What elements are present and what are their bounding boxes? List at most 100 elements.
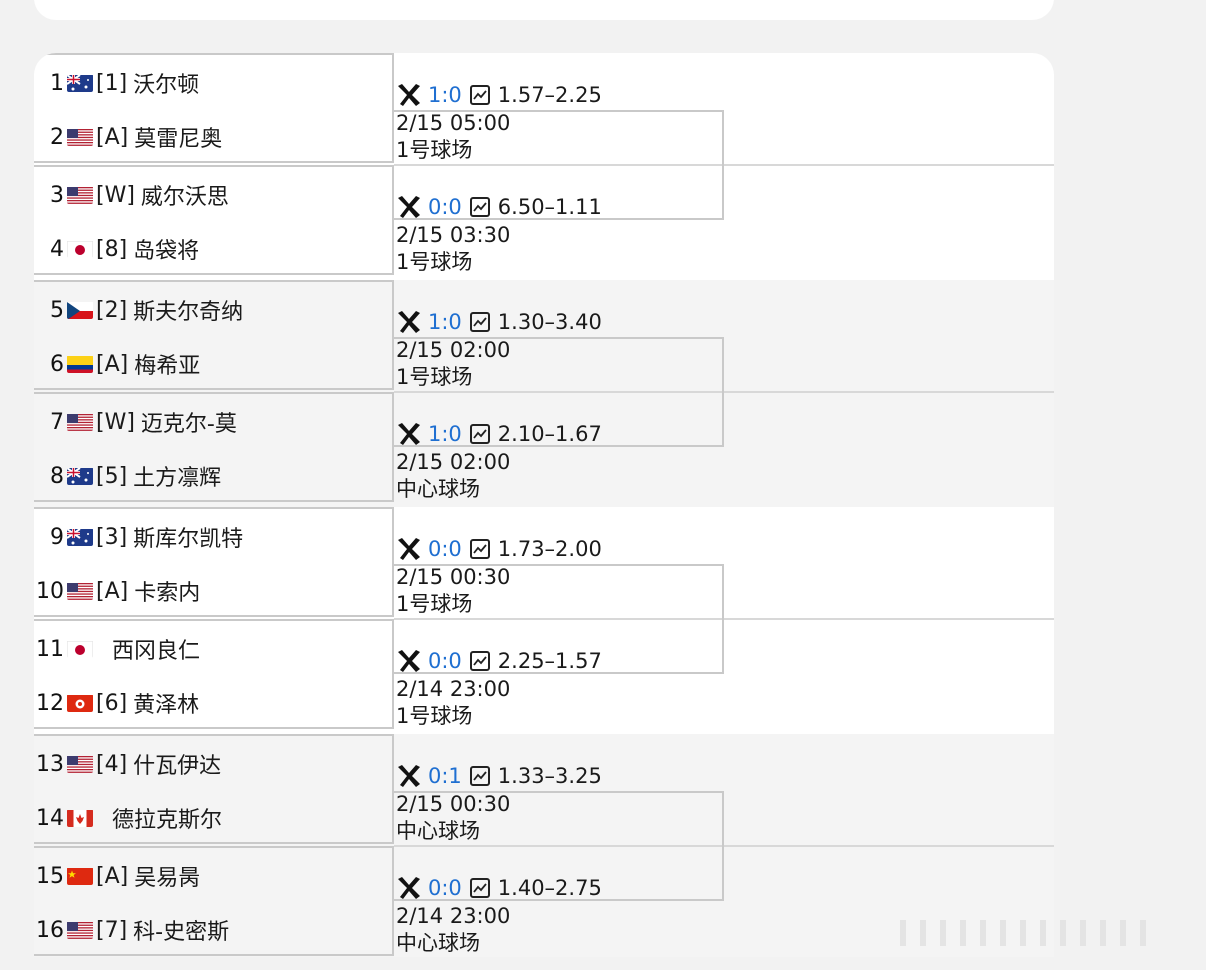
player-row[interactable]: 9[3]斯库尔凯特 (34, 510, 390, 564)
player-row[interactable]: 3[W]威尔沃思 (34, 168, 390, 222)
player-name[interactable]: 莫雷尼奥 (134, 127, 223, 152)
match-players (34, 280, 394, 390)
head-to-head-score[interactable]: 0:0 (428, 536, 462, 561)
head-to-head-score[interactable]: 0:0 (428, 648, 462, 673)
tennis-racket-icon[interactable] (396, 763, 422, 789)
head-to-head-score[interactable]: 1:0 (428, 309, 462, 334)
odds-chart-icon[interactable] (469, 878, 490, 898)
match-players (34, 846, 394, 956)
betting-odds[interactable]: 1.33–3.25 (497, 763, 602, 788)
betting-odds[interactable]: 2.10–1.67 (497, 421, 602, 446)
match-meta: 0:0 1.40–2.75 (396, 873, 736, 903)
player-row[interactable]: 10[A]卡索内 (34, 564, 390, 618)
odds-chart-icon[interactable] (469, 766, 490, 786)
odds-chart-icon[interactable] (469, 197, 490, 217)
odds-chart-icon[interactable] (469, 539, 490, 559)
tennis-racket-icon[interactable] (396, 309, 422, 335)
match-court: 1号球场 (396, 704, 473, 728)
draw-position: 5 (50, 297, 64, 323)
player-row[interactable]: 2[A]莫雷尼奥 (34, 110, 390, 164)
player-row[interactable]: 7[W]迈克尔-莫 (34, 395, 390, 449)
player-name[interactable]: 西冈良仁 (112, 639, 201, 664)
tennis-racket-icon[interactable] (396, 82, 422, 108)
tennis-racket-icon[interactable] (396, 875, 422, 901)
match-time: 2/15 03:30 (396, 223, 511, 247)
player-name[interactable]: 科-史密斯 (133, 920, 230, 945)
player-name[interactable]: 迈克尔-莫 (140, 412, 237, 437)
player-name[interactable]: 卡索内 (134, 581, 201, 606)
player-name[interactable]: 吴易昺 (134, 866, 201, 891)
tennis-racket-icon[interactable] (396, 421, 422, 447)
head-to-head-score[interactable]: 0:1 (428, 763, 462, 788)
seed-tag: [2] (96, 297, 128, 323)
head-to-head-score[interactable]: 0:0 (428, 875, 462, 900)
tennis-racket-icon[interactable] (396, 536, 422, 562)
country-flag-icon (67, 467, 93, 485)
player-name[interactable]: 德拉克斯尔 (112, 808, 223, 833)
player-row[interactable]: 6[A]梅希亚 (34, 337, 390, 391)
player-name[interactable]: 黄泽林 (133, 693, 200, 718)
odds-chart-icon[interactable] (469, 424, 490, 444)
player-row[interactable]: 15[A]吴易昺 (34, 849, 390, 903)
player-name[interactable]: 斯库尔凯特 (133, 527, 244, 552)
match-time: 2/15 00:30 (396, 792, 511, 816)
section-divider (394, 845, 1054, 847)
player-name[interactable]: 沃尔顿 (133, 73, 200, 98)
country-flag-icon (67, 74, 93, 92)
player-row[interactable]: 11 西冈良仁 (34, 622, 390, 676)
bracket-connector (394, 337, 724, 447)
player-row[interactable]: 8[5]土方凛辉 (34, 449, 390, 503)
betting-odds[interactable]: 6.50–1.11 (497, 194, 602, 219)
player-row[interactable]: 13[4]什瓦伊达 (34, 737, 390, 791)
odds-chart-icon[interactable] (469, 651, 490, 671)
match-time: 2/15 02:00 (396, 338, 511, 362)
seed-tag: [7] (96, 917, 128, 943)
player-name[interactable]: 威尔沃思 (140, 185, 229, 210)
player-row[interactable]: 12[6]黄泽林 (34, 676, 390, 730)
player-row[interactable]: 1[1]沃尔顿 (34, 56, 390, 110)
head-to-head-score[interactable]: 1:0 (428, 421, 462, 446)
draw-position: 6 (50, 351, 64, 377)
odds-chart-icon[interactable] (469, 85, 490, 105)
match-info[interactable]: 0:0 2.25–1.57 2/14 23:00 1号球场 (396, 646, 736, 730)
betting-odds[interactable]: 1.30–3.40 (497, 309, 602, 334)
player-row[interactable]: 16[7]科-史密斯 (34, 903, 390, 957)
betting-odds[interactable]: 1.57–2.25 (497, 82, 602, 107)
match-players (34, 619, 394, 729)
head-to-head-score[interactable]: 1:0 (428, 82, 462, 107)
betting-odds[interactable]: 1.40–2.75 (497, 875, 602, 900)
seed-tag: [A] (96, 863, 129, 889)
match-players (34, 392, 394, 502)
match-time: 2/15 00:30 (396, 565, 511, 589)
head-to-head-score[interactable]: 0:0 (428, 194, 462, 219)
tennis-racket-icon[interactable] (396, 648, 422, 674)
seed-tag: [1] (96, 70, 128, 96)
bracket-connector (394, 791, 724, 901)
player-name[interactable]: 斯夫尔奇纳 (133, 300, 244, 325)
player-row[interactable]: 5 [2]斯夫尔奇纳 (34, 283, 390, 337)
match-players (34, 165, 394, 275)
player-name[interactable]: 岛袋将 (133, 239, 200, 264)
tennis-racket-icon[interactable] (396, 194, 422, 220)
match-time: 2/14 23:00 (396, 677, 511, 701)
player-name[interactable]: 什瓦伊达 (133, 754, 222, 779)
country-flag-icon (67, 528, 93, 546)
previous-card (34, 0, 1054, 20)
betting-odds[interactable]: 2.25–1.57 (497, 648, 602, 673)
odds-chart-icon[interactable] (469, 312, 490, 332)
player-row[interactable]: 4[8]岛袋将 (34, 222, 390, 276)
player-name[interactable]: 土方凛辉 (133, 466, 222, 491)
seed-tag: [8] (96, 236, 128, 262)
match-meta: 0:1 1.33–3.25 (396, 761, 736, 791)
betting-odds[interactable]: 1.73–2.00 (497, 536, 602, 561)
draw-position: 11 (36, 636, 64, 662)
player-name[interactable]: 梅希亚 (134, 354, 201, 379)
